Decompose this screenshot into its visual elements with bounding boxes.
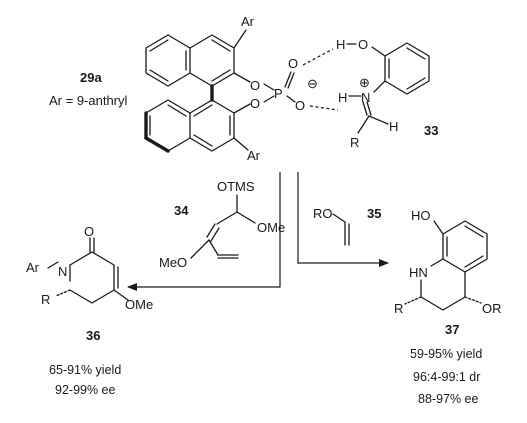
arrow-to-product-37 — [297, 172, 389, 267]
product-37-ho: HO — [411, 208, 431, 223]
catalyst-oxygen-lower: O — [250, 96, 260, 111]
imine-nh-h: H — [338, 90, 347, 105]
imine-id-label: 33 — [424, 123, 438, 138]
hydrogen-bond-upper — [302, 48, 334, 66]
product-36-ar: Ar — [26, 260, 40, 275]
lower-naphthalene-inner-ring — [189, 99, 235, 152]
product-37-r-group: R — [394, 301, 403, 316]
imine-33-structure — [346, 42, 430, 134]
product-37-structure — [404, 220, 488, 311]
upper-naphthalene-inner-ring — [189, 34, 235, 87]
product-36-id-label: 36 — [86, 328, 100, 343]
product-37-hn: HN — [409, 265, 428, 280]
aminophenol-ring — [384, 42, 430, 95]
dihydropyridinone-ring — [69, 251, 115, 304]
product-36-ee: 92-99% ee — [55, 383, 116, 397]
imine-nitrogen: N — [361, 90, 370, 105]
reagent-34-id-label: 34 — [174, 203, 189, 218]
reagent-34-meo: MeO — [159, 255, 187, 270]
reagent-34-otms: OTMS — [217, 179, 255, 194]
catalyst-ar-definition: Ar = 9-anthryl — [49, 93, 128, 108]
reagent-35-structure — [332, 213, 350, 246]
upper-naphthalene-outer-ring — [145, 34, 191, 87]
imine-hydroxyl-o: O — [358, 37, 368, 52]
product-37-id-label: 37 — [445, 322, 459, 337]
product-37-yield: 59-95% yield — [410, 347, 482, 361]
catalyst-29a-structure — [144, 29, 339, 153]
hydrogen-bond-lower — [309, 105, 339, 111]
imine-hydroxyl-h: H — [336, 37, 345, 52]
reagent-34-ome: OMe — [257, 220, 285, 235]
product-36-ome: OMe — [125, 297, 153, 312]
tetrahydroquinoline-aromatic-ring — [442, 220, 488, 273]
catalyst-ar-bottom-label: Ar — [247, 148, 261, 163]
product-36-yield: 65-91% yield — [49, 363, 121, 377]
catalyst-id-label: 29a — [80, 70, 102, 85]
imine-ch-h: H — [389, 119, 398, 134]
tetrahydroquinoline-saturated-ring — [420, 258, 466, 311]
catalyst-ar-top-label: Ar — [241, 14, 255, 29]
catalyst-oxygen-anion: O — [295, 98, 305, 113]
product-36-structure — [47, 237, 129, 304]
product-37-dr: 96:4-99:1 dr — [413, 370, 480, 384]
product-36-r-group: R — [41, 292, 50, 307]
product-36-nitrogen: N — [58, 264, 67, 279]
reagent-35-id-label: 35 — [367, 206, 381, 221]
product-37-ee: 88-97% ee — [418, 392, 479, 406]
catalyst-phosphorus: P — [274, 86, 283, 101]
product-36-carbonyl-o: O — [84, 224, 94, 239]
catalyst-negative-charge: ⊖ — [307, 76, 318, 91]
product-37-or: OR — [482, 301, 502, 316]
reagent-35-ro: RO — [313, 206, 333, 221]
imine-r-group: R — [350, 135, 359, 150]
imine-positive-charge: ⊕ — [359, 75, 370, 90]
catalyst-oxygen-upper: O — [250, 78, 260, 93]
reagent-34-structure — [190, 194, 256, 259]
catalyst-oxygen-double: O — [288, 56, 298, 71]
arrow-to-product-36 — [127, 172, 281, 291]
